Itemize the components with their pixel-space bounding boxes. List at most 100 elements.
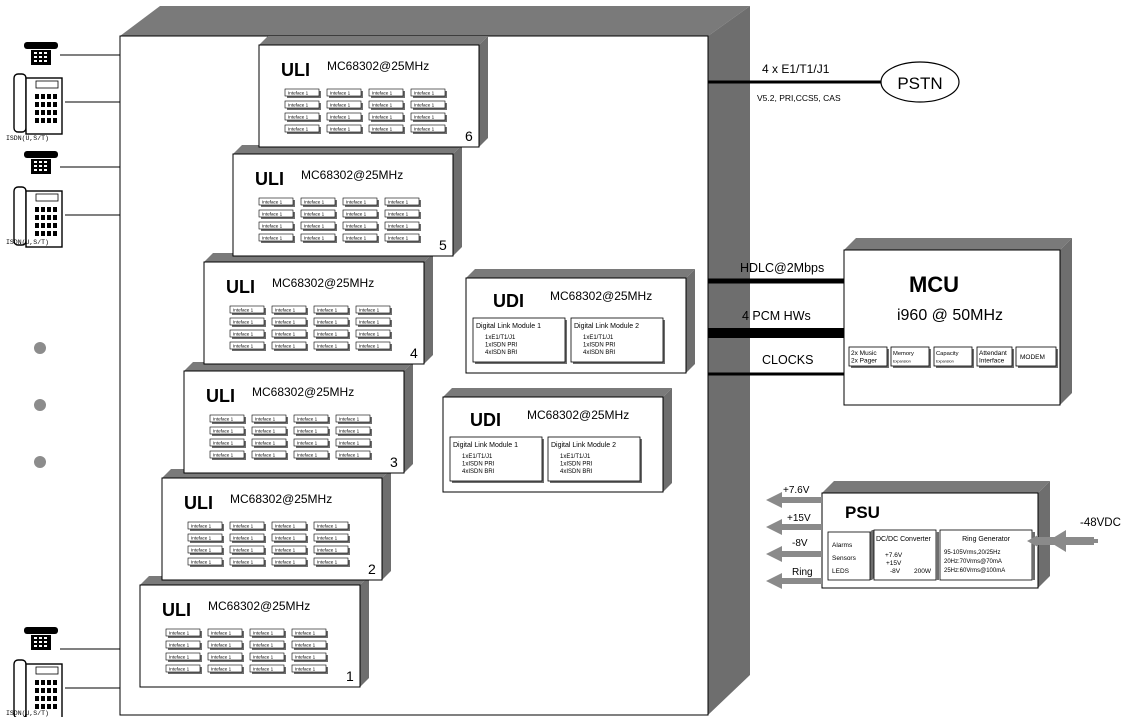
- cell-frame: [300, 221, 336, 230]
- interface-cell: Inteface 1: [251, 438, 288, 448]
- cell-frame: [384, 209, 420, 218]
- key: [34, 645, 37, 647]
- key: [53, 696, 57, 701]
- cell-label: Inteface 1: [288, 115, 309, 120]
- cell-label: Inteface 1: [297, 429, 318, 434]
- interface-cell: Inteface 1: [410, 100, 447, 110]
- key: [41, 696, 45, 701]
- interface-cell: Inteface 1: [326, 100, 363, 110]
- cell-frame: [284, 88, 320, 97]
- cell-frame: [284, 112, 320, 121]
- key: [34, 169, 37, 171]
- wall-handset: [13, 73, 27, 133]
- cell-frame: [293, 438, 329, 447]
- interface-cell: Inteface 1: [355, 317, 392, 327]
- interface-cell: Inteface 1: [271, 545, 308, 555]
- cell-frame: [165, 640, 201, 649]
- interface-cell: Inteface 1: [258, 221, 295, 231]
- uli-number: 2: [368, 561, 376, 577]
- interface-cell: Inteface 1: [410, 88, 447, 98]
- key: [44, 60, 47, 62]
- key: [47, 94, 51, 99]
- uli-title: ULI: [184, 493, 213, 513]
- cell-label: Inteface 1: [255, 441, 276, 446]
- interface-cell: Inteface 1: [384, 221, 421, 231]
- cell-frame: [410, 124, 446, 133]
- interface-cell: Inteface 1: [258, 197, 295, 207]
- cell-frame: [165, 652, 201, 661]
- uli-title: ULI: [226, 277, 255, 297]
- key: [53, 94, 57, 99]
- key: [39, 169, 42, 171]
- key: [53, 215, 57, 220]
- phone-group: ISDN(U,S/T): [6, 627, 120, 717]
- interface-cell: Inteface 1: [284, 124, 321, 134]
- isdn-phone-icon: [13, 659, 63, 717]
- key: [47, 102, 51, 107]
- key: [44, 165, 47, 167]
- cell-label: Inteface 1: [275, 332, 296, 337]
- module-line: 2x Music: [851, 350, 877, 357]
- cell-frame: [284, 100, 320, 109]
- pstn-cloud: [880, 61, 960, 103]
- desk-phone-icon: [24, 627, 58, 650]
- cell-label: Inteface 1: [275, 524, 296, 529]
- interface-cell: Inteface 1: [291, 652, 328, 662]
- alarms-line: Sensors: [832, 555, 857, 562]
- interface-cell: Inteface 1: [229, 545, 266, 555]
- cell-label: Inteface 1: [211, 643, 232, 648]
- cell-frame: [368, 88, 404, 97]
- uli-number: 3: [390, 454, 398, 470]
- output-label: Ring: [792, 567, 813, 578]
- key: [39, 161, 42, 163]
- cell-label: Inteface 1: [297, 441, 318, 446]
- interface-cell: Inteface 1: [326, 88, 363, 98]
- module-frame: [933, 346, 973, 367]
- cell-frame: [355, 341, 391, 350]
- cell-label: Inteface 1: [297, 417, 318, 422]
- output-arrow: [766, 519, 822, 535]
- cell-label: Inteface 1: [414, 127, 435, 132]
- dlm-frame: [449, 436, 543, 482]
- cell-label: Inteface 1: [213, 417, 234, 422]
- interface-cell: Inteface 1: [342, 209, 379, 219]
- key: [41, 688, 45, 693]
- interface-cell: Inteface 1: [300, 197, 337, 207]
- cell-label: Inteface 1: [304, 236, 325, 241]
- cell-label: Inteface 1: [233, 320, 254, 325]
- key: [34, 56, 37, 58]
- cell-frame: [313, 521, 349, 530]
- cell-frame: [251, 438, 287, 447]
- cell-frame: [284, 124, 320, 133]
- interface-cell: Inteface 1: [313, 341, 350, 351]
- cell-frame: [384, 197, 420, 206]
- cell-label: Inteface 1: [275, 548, 296, 553]
- key: [35, 688, 39, 693]
- desk-phone-icon: [24, 151, 58, 174]
- key: [44, 52, 47, 54]
- cell-label: Inteface 1: [388, 200, 409, 205]
- cell-label: Inteface 1: [233, 548, 254, 553]
- module-line: Capacity: [936, 351, 959, 357]
- cell-frame: [271, 341, 307, 350]
- key: [35, 215, 39, 220]
- interface-cell: Inteface 1: [313, 533, 350, 543]
- cell-frame: [209, 450, 245, 459]
- cell-frame: [229, 533, 265, 542]
- interface-cell: Inteface 1: [209, 450, 246, 460]
- module-frame: [1015, 346, 1057, 367]
- cell-frame: [251, 426, 287, 435]
- cell-frame: [410, 88, 446, 97]
- key: [53, 231, 57, 236]
- cell-label: Inteface 1: [304, 224, 325, 229]
- phone-group: ISDN(U,S/T): [6, 42, 120, 142]
- cell-label: Inteface 1: [191, 524, 212, 529]
- module-line: MODEM: [1020, 354, 1045, 361]
- psu-side: [1038, 481, 1050, 588]
- cell-label: Inteface 1: [233, 536, 254, 541]
- wall-handset: [13, 659, 27, 717]
- cell-label: Inteface 1: [295, 643, 316, 648]
- cell-frame: [271, 521, 307, 530]
